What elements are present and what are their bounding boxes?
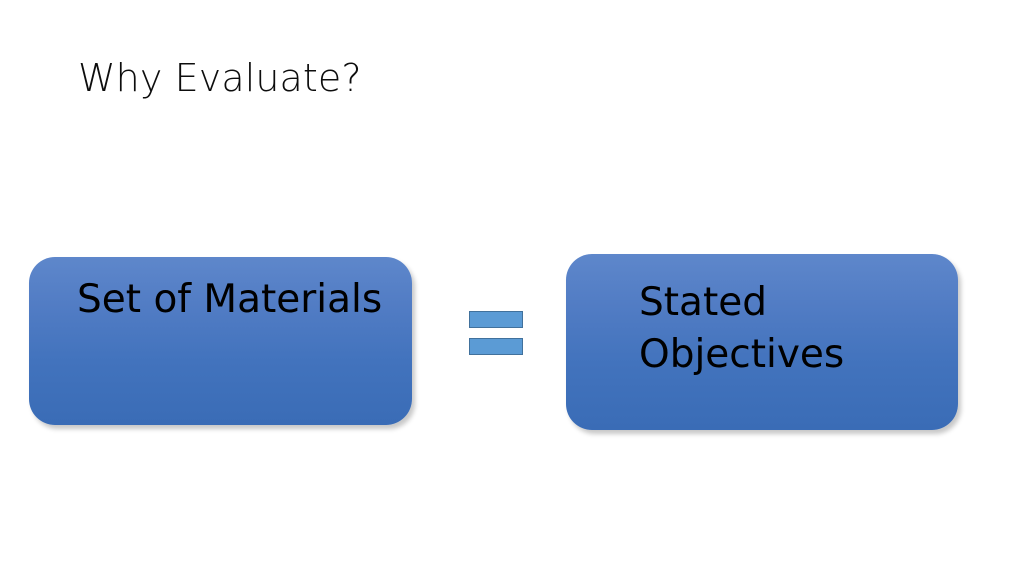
shape-stated-objectives[interactable]: Stated Objectives (566, 254, 958, 430)
shape-set-of-materials-label: Set of Materials (77, 277, 383, 322)
equals-bar-bottom (469, 338, 523, 355)
shape-stated-objectives-line-1: Stated (639, 280, 767, 325)
shape-stated-objectives-line-2: Objectives (639, 331, 845, 377)
equals-sign-icon (469, 311, 523, 355)
shape-stated-objectives-label: Stated Objectives (639, 277, 844, 381)
equals-bar-top (469, 311, 523, 328)
page-title: Why Evaluate? (78, 56, 362, 100)
shape-set-of-materials[interactable]: Set of Materials (29, 257, 412, 425)
